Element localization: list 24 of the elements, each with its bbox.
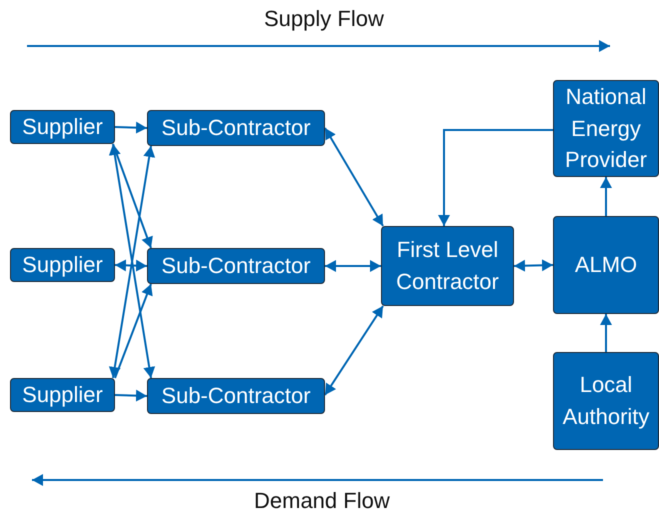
process-box: Sub-Contractor <box>147 248 325 284</box>
arrow <box>600 177 612 216</box>
arrow <box>114 284 153 378</box>
arrow <box>112 144 153 248</box>
flow-label: Supply Flow <box>264 6 384 32</box>
process-box: Supplier <box>10 248 115 282</box>
arrow <box>114 259 148 272</box>
process-box: National Energy Provider <box>553 80 659 177</box>
process-box: First Level Contractor <box>381 226 514 306</box>
arrow <box>514 259 554 272</box>
arrow <box>114 390 148 402</box>
process-box: ALMO <box>553 216 659 314</box>
process-box: Sub-Contractor <box>147 110 325 146</box>
arrow <box>324 127 384 227</box>
arrow <box>114 122 148 134</box>
process-box: Local Authority <box>553 352 659 450</box>
arrow <box>438 129 553 226</box>
process-box: Supplier <box>10 110 115 144</box>
process-box: Sub-Contractor <box>147 378 325 414</box>
arrow <box>324 305 384 396</box>
arrow <box>600 314 612 352</box>
process-box: Supplier <box>10 378 115 412</box>
arrow <box>325 260 381 272</box>
flow-label: Demand Flow <box>254 488 390 513</box>
